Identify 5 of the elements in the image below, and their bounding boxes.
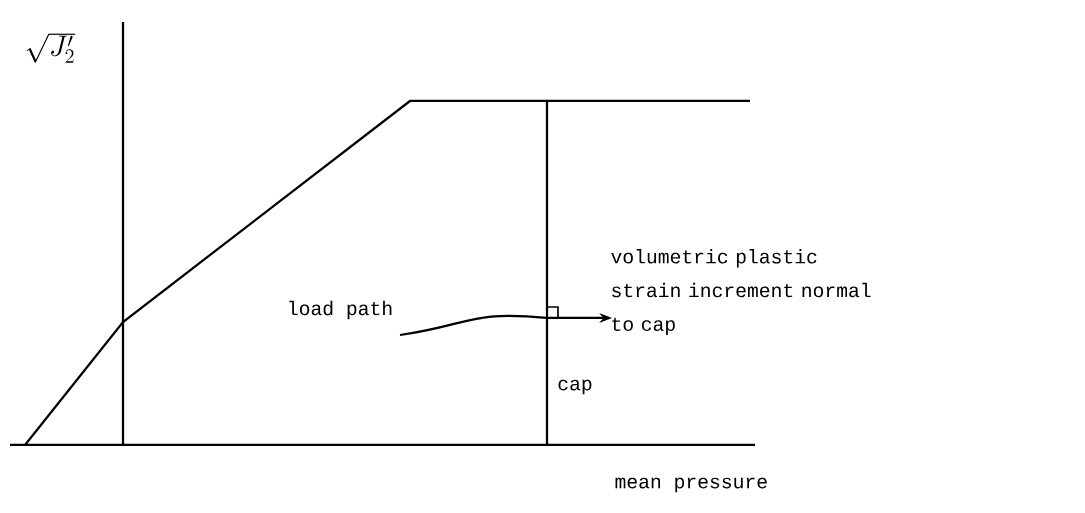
axis-label: $\sqrt{J_2'}$ [26,33,76,63]
annotation-text: volumetric plastic strain increment normal to cap [611,249,871,335]
curve-label: load path [289,300,392,320]
curve-label: cap [558,379,592,395]
axis-label: mean pressure [615,477,767,493]
